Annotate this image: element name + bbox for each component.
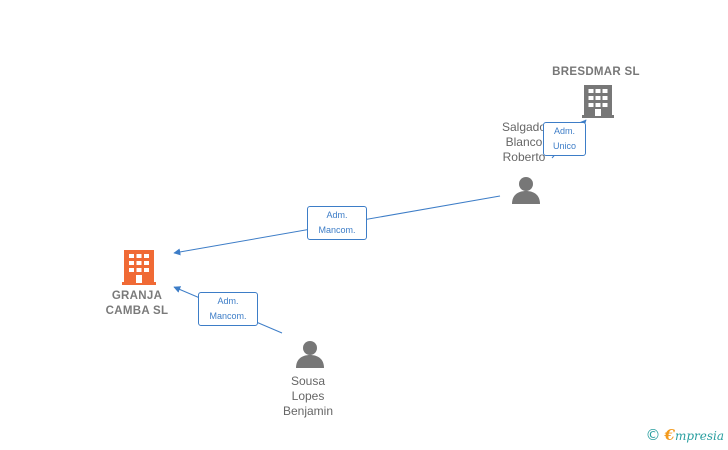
- building-icon[interactable]: [122, 250, 156, 285]
- brand-logo: €mpresia: [665, 426, 725, 444]
- node-label-bresdmar[interactable]: BRESDMAR SL: [552, 66, 640, 78]
- person-icon[interactable]: [512, 177, 540, 204]
- node-label-sousa[interactable]: Sousa Lopes Benjamin: [282, 374, 334, 418]
- edge-label-salgado-granja: Adm. Mancom.: [307, 206, 367, 240]
- person-icon[interactable]: [296, 341, 324, 368]
- node-label-granja[interactable]: GRANJA CAMBA SL: [105, 290, 169, 317]
- edge-label-salgado-bresdmar: Adm. Unico: [543, 122, 586, 156]
- footer-watermark: © €mpresia: [646, 426, 725, 444]
- copyright-icon: ©: [645, 426, 661, 444]
- brand-initial: €: [664, 426, 675, 444]
- brand-name: mpresia: [674, 429, 724, 443]
- edge-label-sousa-granja: Adm. Mancom.: [198, 292, 258, 326]
- building-icon[interactable]: [582, 85, 614, 118]
- node-label-salgado[interactable]: Salgado Blanco Roberto: [501, 120, 547, 164]
